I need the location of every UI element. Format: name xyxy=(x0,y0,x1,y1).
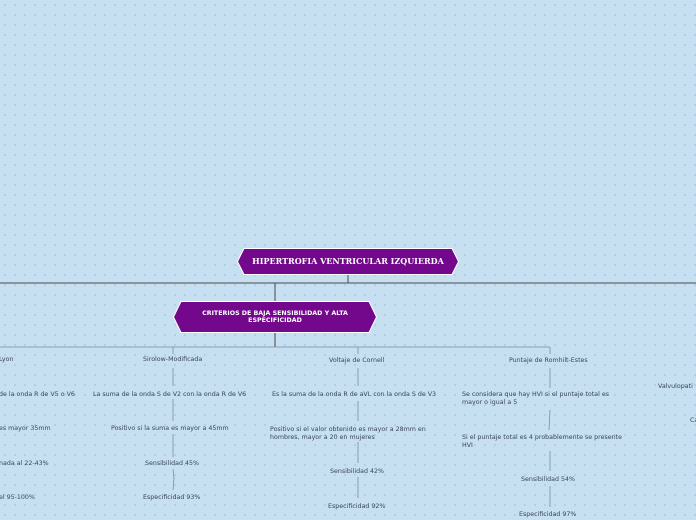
sirolow-item-3[interactable]: Sensibilidad 45% xyxy=(145,460,199,467)
lyon-item-1[interactable]: de la onda R de V5 o V6 xyxy=(0,391,75,398)
romhilt-item-4[interactable]: Especificidad 97% xyxy=(519,511,577,518)
criteria-node[interactable]: CRITERIOS DE BAJA SENSIBILIDAD Y ALTA ES… xyxy=(173,301,377,333)
criteria-node-shape xyxy=(173,301,377,333)
romhilt-item-3[interactable]: Sensibilidad 54% xyxy=(521,476,575,483)
root-node[interactable]: HIPERTROFIA VENTRICULAR IZQUIERDA xyxy=(237,248,459,275)
right-item-1[interactable]: Valvulopati xyxy=(658,383,693,390)
lyon-item-4[interactable]: el 95-100% xyxy=(0,494,35,501)
lyon-title[interactable]: Lyon xyxy=(0,356,14,363)
romhilt-item-2[interactable]: Si el puntaje total es 4 probablemente s… xyxy=(462,434,622,450)
romhilt-title[interactable]: Puntaje de Romhilt-Estes xyxy=(509,357,588,364)
cornell-item-3[interactable]: Sensibilidad 42% xyxy=(330,468,384,475)
criteria-node-label: CRITERIOS DE BAJA SENSIBILIDAD Y ALTA ES… xyxy=(202,309,348,324)
sirolow-item-4[interactable]: Especificidad 93% xyxy=(143,494,201,501)
sirolow-title[interactable]: Sirolow-Modificada xyxy=(143,356,203,363)
right-item-2[interactable]: Ca xyxy=(690,417,696,424)
cornell-item-4[interactable]: Especificidad 92% xyxy=(328,503,386,510)
romhilt-item-1[interactable]: Se considera que hay HVI si el puntaje t… xyxy=(462,391,610,407)
lyon-item-3[interactable]: nada al 22-43% xyxy=(0,460,49,467)
root-node-shape xyxy=(237,248,459,275)
cornell-item-2[interactable]: Positivo si el valor obtenido es mayor a… xyxy=(270,426,426,442)
root-node-label: HIPERTROFIA VENTRICULAR IZQUIERDA xyxy=(252,255,444,266)
cornell-title[interactable]: Voltaje de Cornell xyxy=(329,357,385,364)
sirolow-item-2[interactable]: Positivo si la suma es mayor a 45mm xyxy=(111,425,229,432)
cornell-item-1[interactable]: Es la suma de la onda R de aVL con la on… xyxy=(272,391,437,398)
lyon-item-2[interactable]: es mayor 35mm xyxy=(0,425,51,432)
sirolow-item-1[interactable]: La suma de la onda S de V2 con la onda R… xyxy=(93,391,247,398)
